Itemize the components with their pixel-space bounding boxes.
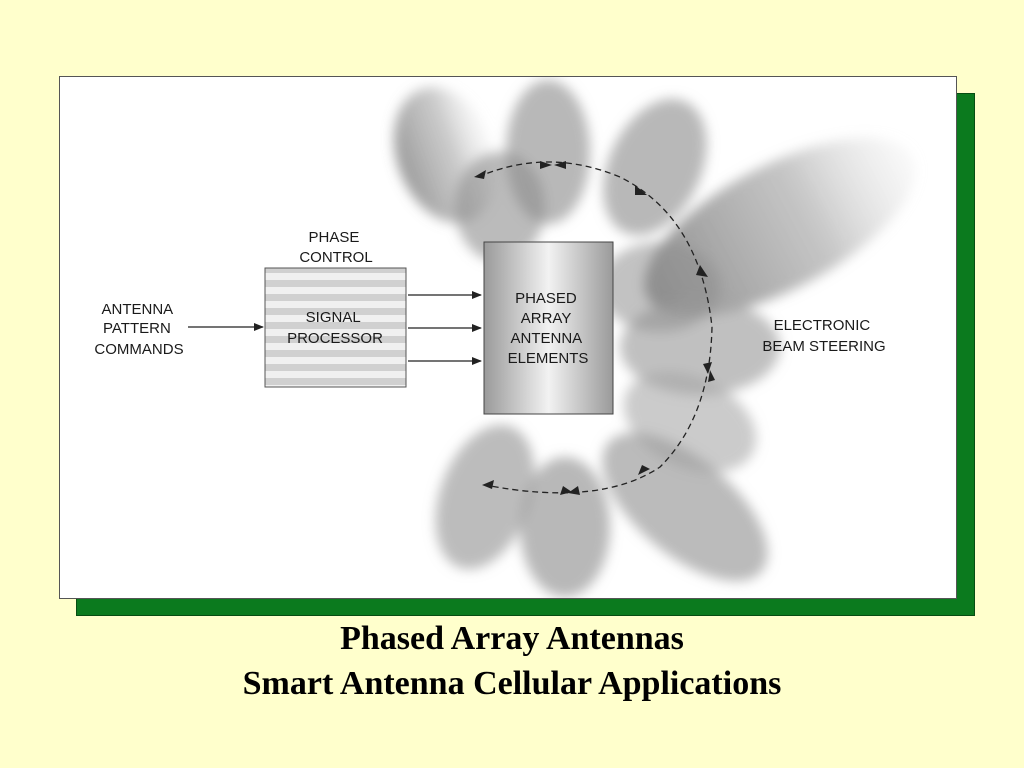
slide-caption: Phased Array Antennas Smart Antenna Cell… [0,616,1024,706]
diagram-panel: ANTENNA PATTERN COMMANDS PHASE CONTROL S… [59,76,957,599]
arrowhead [635,185,647,195]
caption-subtitle: Smart Antenna Cellular Applications [242,665,782,702]
arrowhead [696,265,708,277]
phased-array-box: PHASED ARRAY ANTENNA ELEMENTS [483,241,614,415]
caption-title: Phased Array Antennas [340,620,684,657]
beam-lobe [600,242,720,332]
arrowhead [568,486,580,495]
processor-label: SIGNAL PROCESSOR [287,309,383,347]
arrowhead [708,370,715,382]
beam-lobe [435,424,535,570]
beam-lobe [455,152,545,262]
arrowhead [540,161,552,169]
arrowhead [554,161,566,169]
beam-lobes [393,80,916,597]
beam-lobe [603,98,707,236]
steering-arc [477,161,713,494]
arrowhead [703,362,712,374]
arrowhead [560,486,572,495]
arrowhead [474,170,486,179]
array-label: PHASED ARRAY ANTENNA ELEMENTS [508,290,589,367]
input-label: ANTENNA PATTERN COMMANDS [94,301,183,358]
signal-processor-box: SIGNAL PROCESSOR [264,267,407,388]
arrowhead [482,480,494,489]
arrowhead [638,465,650,475]
steering-arrowheads [474,161,715,495]
phased-array-diagram: ANTENNA PATTERN COMMANDS PHASE CONTROL S… [94,80,916,597]
processor-to-array-arrows [408,291,482,365]
beam-steering-label: ELECTRONIC BEAM STEERING [762,317,885,355]
phase-control-label: PHASE CONTROL [299,229,372,266]
